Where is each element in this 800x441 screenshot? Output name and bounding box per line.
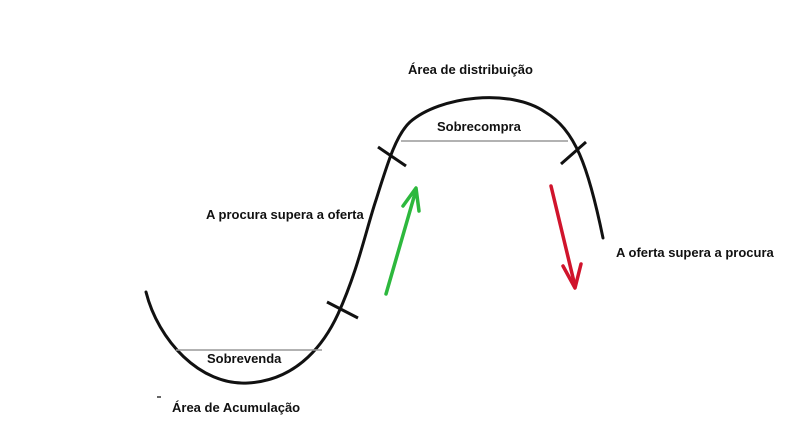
phase-tick-lower bbox=[326, 300, 359, 320]
distribution-area-label: Área de distribuição bbox=[408, 62, 533, 77]
demand-exceeds-supply-label: A procura supera a oferta bbox=[206, 207, 364, 222]
supply-down-arrow bbox=[549, 184, 583, 290]
accumulation-area-label: Área de Acumulação bbox=[172, 400, 301, 415]
demand-up-arrow bbox=[384, 186, 421, 296]
oversold-label: Sobrevenda bbox=[203, 351, 286, 367]
overbought-label: Sobrecompra bbox=[433, 119, 525, 135]
phase-tick-right bbox=[560, 140, 587, 166]
supply-exceeds-demand-label: A oferta supera a procura bbox=[616, 245, 774, 260]
price-cycle-curve bbox=[144, 96, 605, 385]
phase-tick-left bbox=[377, 145, 407, 168]
